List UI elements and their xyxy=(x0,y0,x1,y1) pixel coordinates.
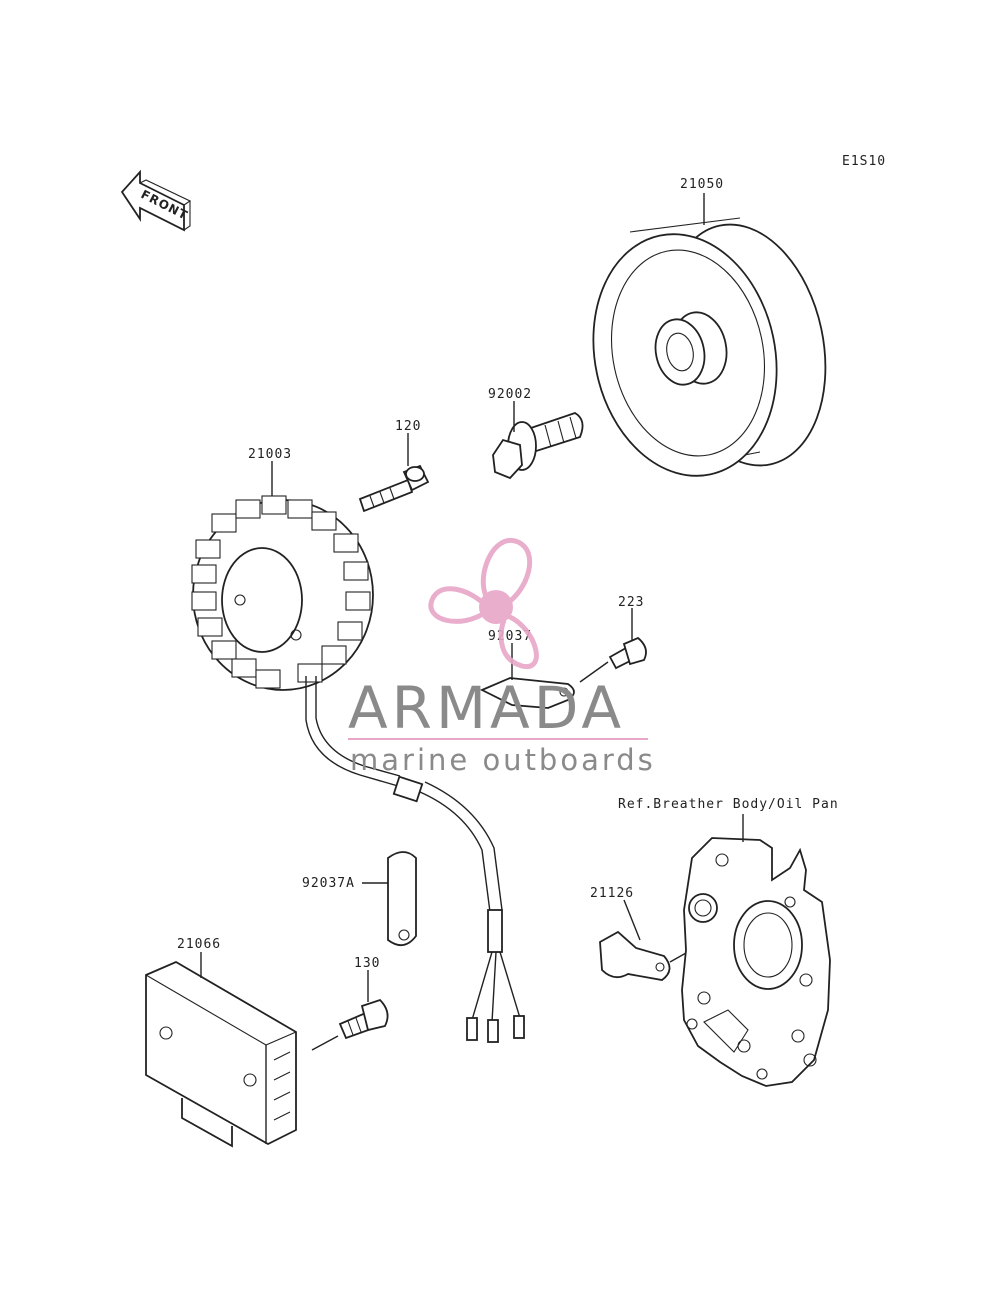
screw-223 xyxy=(579,608,647,683)
bolt-130 xyxy=(311,970,389,1051)
label-223: 223 xyxy=(618,595,644,610)
armada-logo xyxy=(428,537,539,669)
front-arrow-icon: FRONT xyxy=(120,169,192,232)
bolt-120 xyxy=(358,433,430,513)
label-21050: 21050 xyxy=(680,177,724,192)
label-92002: 92002 xyxy=(488,387,532,402)
label-130: 130 xyxy=(354,956,380,971)
clamp-92037A xyxy=(362,851,417,946)
clamp-92037 xyxy=(479,643,575,709)
propeller-icon xyxy=(428,537,539,669)
label-92037A: 92037A xyxy=(302,876,355,891)
bolt-92002 xyxy=(492,401,584,480)
stator-cable xyxy=(305,676,525,1043)
label-120: 120 xyxy=(395,419,421,434)
rotor-21050 xyxy=(592,193,827,477)
bracket-21126 xyxy=(599,899,687,981)
stator-21003 xyxy=(191,461,374,691)
watermark-brand: ARMADA xyxy=(348,674,625,742)
label-21126: 21126 xyxy=(590,886,634,901)
watermark-tagline: marine outboards xyxy=(350,743,656,777)
label-21003: 21003 xyxy=(248,447,292,462)
regulator-21066 xyxy=(145,952,297,1148)
watermark-divider xyxy=(348,738,648,740)
diagram-code: E1S10 xyxy=(842,154,886,169)
breather-body-oil-pan xyxy=(681,814,831,1087)
label-21066: 21066 xyxy=(177,937,221,952)
reference-note: Ref.Breather Body/Oil Pan xyxy=(618,797,839,812)
